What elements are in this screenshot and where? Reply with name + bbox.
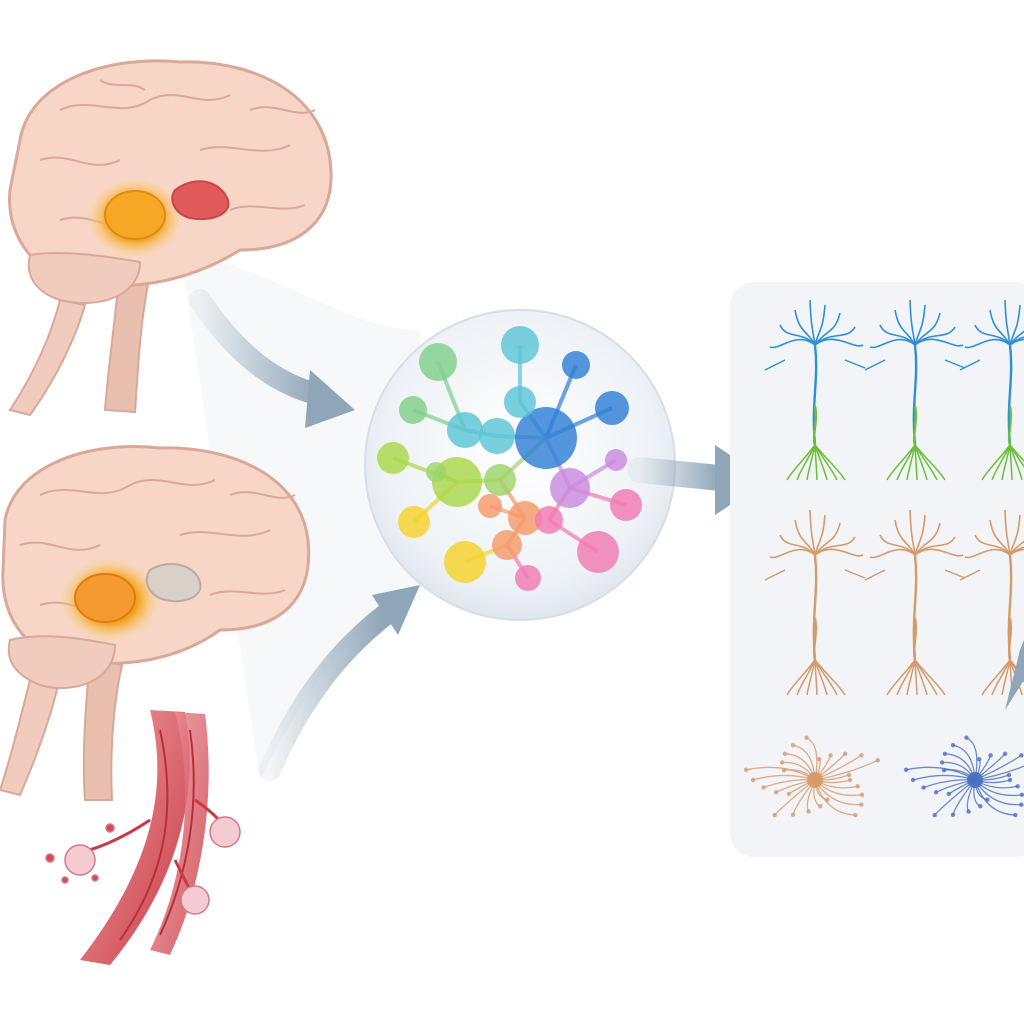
arrow-icon	[189, 289, 331, 406]
cell-clusters	[45, 816, 241, 915]
arrow-right	[627, 457, 733, 491]
arrow-head-top	[305, 370, 355, 428]
neuron-icon	[864, 299, 966, 481]
glial-cell-blue	[903, 735, 1024, 818]
brain-stem-top	[8, 298, 87, 417]
molecule-node	[426, 462, 446, 482]
brain-stem-bottom	[0, 678, 60, 797]
red-region-top	[171, 180, 230, 220]
molecule-node	[504, 386, 536, 418]
arrow-edge	[1005, 640, 1024, 710]
molecule-node	[478, 494, 502, 518]
lesion-core-bottom	[74, 573, 136, 623]
molecule-node	[577, 531, 619, 573]
molecule-node	[398, 506, 430, 538]
glial-cell-icon	[743, 735, 881, 818]
neuron-icon	[764, 299, 866, 481]
spinal-cord-bottom	[82, 658, 124, 801]
arrow-head-bottom	[372, 585, 420, 635]
lesion-core-top	[104, 190, 166, 240]
molecule-node	[508, 501, 542, 535]
molecule-node	[399, 396, 427, 424]
cell-types-panel	[730, 282, 1024, 857]
brain-bottom	[0, 445, 311, 801]
molecule-node	[447, 412, 483, 448]
molecule-node	[562, 351, 590, 379]
molecule-node	[535, 506, 563, 534]
molecule-node	[515, 565, 541, 591]
molecule-node	[444, 541, 486, 583]
neuron-icon	[864, 509, 966, 696]
molecule-node	[610, 489, 642, 521]
neuron-grid	[764, 299, 1024, 696]
molecule-node	[515, 407, 577, 469]
molecule-node	[419, 343, 457, 381]
molecule-node	[479, 418, 515, 454]
brain-top	[8, 59, 333, 417]
arrow-bottom	[259, 604, 396, 781]
brain-folds-top	[39, 79, 316, 229]
cerebellum-top	[27, 251, 142, 305]
molecule-node	[595, 391, 629, 425]
neuron-icon	[764, 509, 866, 696]
molecule-node	[550, 468, 590, 508]
neuron-icon	[959, 299, 1024, 481]
molecule-node	[501, 326, 539, 364]
molecule-node	[605, 449, 627, 471]
molecule-node	[377, 442, 409, 474]
molecule-cluster-icon	[377, 326, 642, 591]
molecule-node	[484, 464, 516, 496]
gray-region-bottom	[145, 563, 202, 603]
molecule-node	[492, 530, 522, 560]
neuron-icon	[959, 509, 1024, 696]
cerebellum-bottom	[7, 635, 117, 690]
spinal-cord-top	[103, 268, 152, 414]
